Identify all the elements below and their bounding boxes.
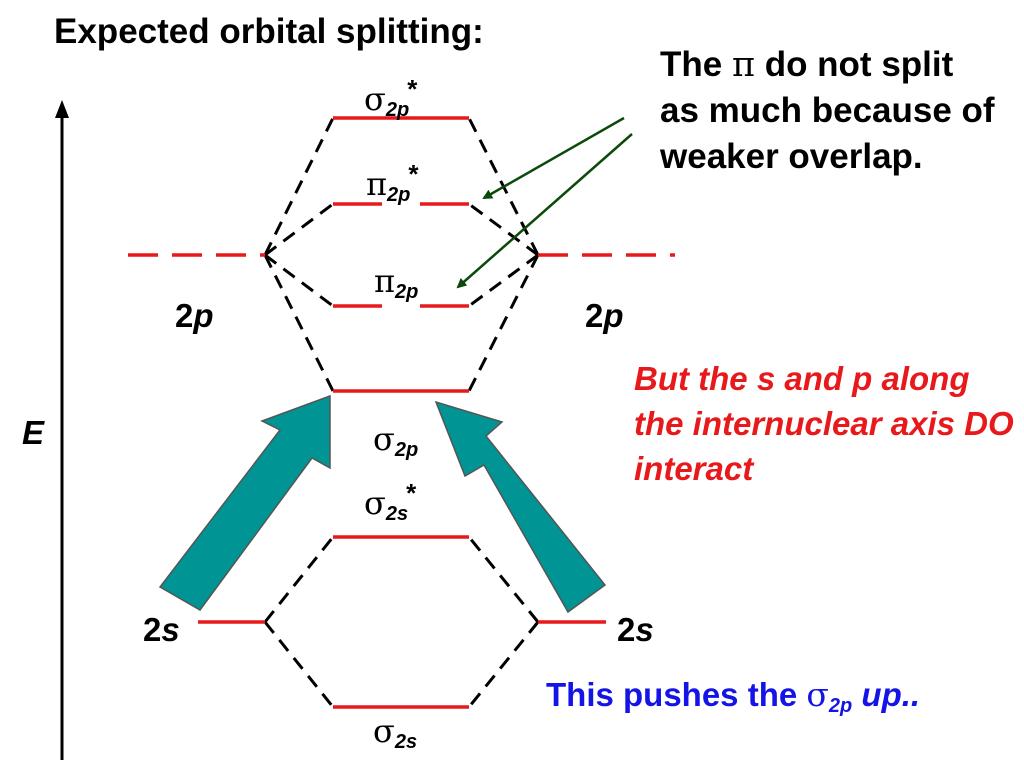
label-sigma-2p-star: σ2p* <box>364 74 418 121</box>
label-right-2s: 2s <box>617 611 654 648</box>
label-pi-2p-star: π2p* <box>366 159 419 206</box>
correlation-lines <box>263 117 540 708</box>
push-note: This pushes the σ2p up.. <box>546 675 921 718</box>
sp-interaction-note: But the s and p along the internuclear a… <box>634 360 1014 487</box>
energy-axis-label: E <box>22 414 45 451</box>
label-left-2p: 2p <box>175 297 214 334</box>
pi-splitting-note: The π do not split as much because of we… <box>660 45 995 176</box>
pointer-arrows <box>456 116 633 289</box>
right-teal-arrow <box>434 400 607 614</box>
mo-levels <box>333 116 469 709</box>
label-sigma-2p: σ2p <box>373 420 419 461</box>
label-left-2s: 2s <box>143 611 180 648</box>
label-right-2p: 2p <box>585 297 624 334</box>
pi-symbol: π <box>731 45 755 85</box>
push-arrows <box>158 394 607 614</box>
page-title: Expected orbital splitting: <box>54 12 484 51</box>
label-pi-2p: π2p <box>374 262 419 303</box>
energy-axis-arrowhead <box>55 100 69 118</box>
left-teal-arrow <box>158 394 331 611</box>
label-sigma-2s-star: σ2s* <box>364 478 417 525</box>
label-sigma-2s: σ2s <box>373 712 418 753</box>
